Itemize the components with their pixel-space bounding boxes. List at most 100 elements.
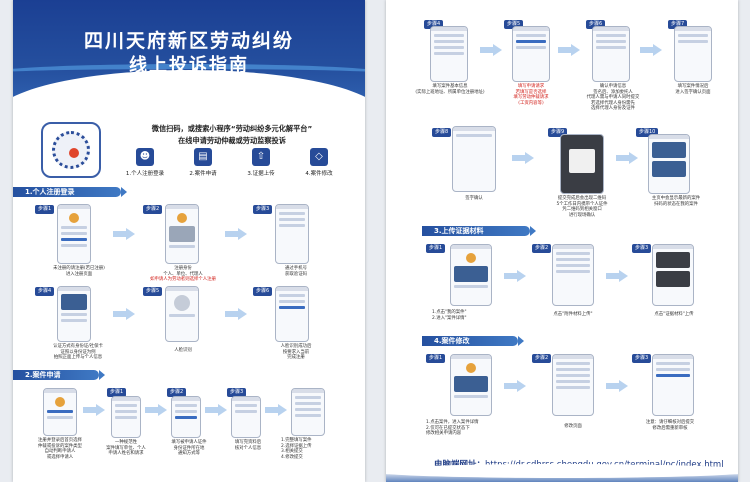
arrow-right-icon — [480, 44, 502, 56]
step-tag: 步骤2 — [532, 354, 552, 363]
step-caption: 认证方式有身份证/社保卡 证照以身份证为例 拍照正面上传与个人信息 — [53, 344, 103, 361]
phone-screenshot — [171, 396, 201, 438]
arrow-right-icon — [640, 44, 662, 56]
step-tag: 步骤3 — [227, 388, 247, 397]
phone-screenshot — [450, 354, 492, 416]
step-tag: 步骤1 — [426, 354, 446, 363]
eraser-icon: ◇ — [310, 148, 328, 166]
phone-screenshot — [291, 388, 325, 436]
step-caption: 填写完资料后 核对个人信息 — [234, 440, 262, 451]
step-caption: 人脸识别 — [174, 348, 192, 353]
step-tag: 步骤5 — [504, 20, 524, 29]
phone-screenshot — [275, 204, 309, 264]
step-caption: 提交完成后会出现二维码 5个工作日内携带个人证件 凭二维码到相关窗口 进行现场确… — [556, 196, 608, 218]
phone-screenshot — [512, 26, 550, 82]
footer-band — [386, 464, 738, 482]
step-caption: 填写被申请人证件 身份证件所在地 通知方式等 — [171, 440, 207, 457]
arrow-right-icon — [83, 404, 105, 416]
arrow-right-icon — [145, 404, 167, 416]
phone-screenshot — [165, 204, 199, 264]
phone-screenshot — [592, 26, 630, 82]
caption-warning: 如申请人为劳动者则选择个人注册 — [150, 277, 216, 283]
step-tag: 步骤2 — [167, 388, 187, 397]
step-caption: 填写案件情况后 进入签字确认页面 — [675, 84, 711, 95]
step-caption: 1.点击案件，进入案件详情 2.仅可在已提交状态下 修改相关申请内容 — [426, 420, 479, 437]
step-tag: 步骤1 — [107, 388, 127, 397]
phone-screenshot — [275, 286, 309, 342]
qr-code[interactable] — [41, 122, 101, 178]
step-tag: 步骤7 — [668, 20, 688, 29]
phone-screenshot — [43, 388, 77, 436]
step-caption: 通过手机号 获取验证码 — [285, 266, 307, 277]
step-caption: 点击"证据材料"上传 — [654, 312, 694, 317]
step-caption: 填写申请请求 若填写是否选择 填写劳动仲裁请求 (工资内容等) — [513, 84, 549, 106]
step-tag: 步骤10 — [636, 128, 659, 137]
phone-screenshot — [452, 126, 496, 192]
step-caption: 注意：请仔细核对后提交 修改后需重新审核 — [645, 420, 695, 431]
qr-pattern — [52, 131, 90, 169]
phone-screenshot — [430, 26, 468, 82]
phone-screenshot — [165, 286, 199, 342]
step-tag: 步骤5 — [143, 287, 163, 296]
flow-label: 4.案件修改 — [305, 171, 333, 177]
page-title: 四川天府新区劳动纠纷 — [83, 30, 294, 52]
phone-screenshot — [674, 26, 712, 82]
arrow-right-icon — [113, 228, 135, 240]
step-tag: 步骤6 — [253, 287, 273, 296]
arrow-right-icon — [558, 44, 580, 56]
step-tag: 步骤4 — [35, 287, 55, 296]
page-subtitle: 线上投诉指南 — [129, 55, 249, 76]
step-caption: 一种规范性 案件填写单位、个人 申请人姓名和请求 — [106, 440, 146, 457]
header-stripe — [13, 64, 365, 84]
arrow-right-icon — [205, 404, 227, 416]
phone-screenshot — [652, 354, 694, 416]
step-caption: 注册身份 个人、单位、代理人如申请人为劳动者则选择个人注册 — [141, 266, 225, 283]
arrow-right-icon — [225, 228, 247, 240]
flow-item: ▤ 2.案件申请 — [175, 148, 231, 177]
step-caption: 主页中会显示最新的案件 扫码的状态在我的案件 — [651, 196, 701, 207]
step-caption: 注册并登录后首页选择 仲裁或投诉的案件类型 自动判断申请人 或选择申请人 — [38, 438, 82, 460]
arrow-right-icon — [265, 404, 287, 416]
document-icon: ▤ — [194, 148, 212, 166]
intro-line-1: 微信扫码，或搜索小程序“劳动纠纷多元化解平台” — [151, 124, 313, 133]
arrow-right-icon — [504, 380, 526, 392]
arrow-right-icon — [512, 152, 534, 164]
step-caption: 填写案件基本信息 (实际上班地址、所属单位注册地址) — [415, 84, 485, 95]
step-tag: 步骤2 — [532, 244, 552, 253]
left-page: 四川天府新区劳动纠纷 线上投诉指南 微信扫码，或搜索小程序“劳动纠纷多元化解平台… — [13, 0, 365, 482]
step-caption: 点击"附件材料上传" — [553, 312, 593, 317]
step-caption: 1.完整填写案件 2.选择证据上传 3.相关提交 4.修改提交 — [281, 438, 312, 460]
upload-icon: ⇧ — [252, 148, 270, 166]
flow-item: ◇ 4.案件修改 — [291, 148, 347, 177]
phone-screenshot — [111, 396, 141, 438]
flow-item: ☻1.个人注册登录 — [117, 148, 173, 177]
phone-screenshot — [57, 204, 91, 264]
step-tag: 步骤3 — [632, 244, 652, 253]
arrow-right-icon — [606, 270, 628, 282]
flow-item: ⇧ 3.证据上传 — [233, 148, 289, 177]
step-tag: 步骤1 — [426, 244, 446, 253]
flow-label: 3.证据上传 — [247, 171, 275, 177]
step-tag: 步骤9 — [548, 128, 568, 137]
step-caption: 签字确认 — [465, 196, 483, 201]
arrow-right-icon — [616, 152, 638, 164]
step-caption: 确认申请信息 签名后、添加委托人 代理人需与申请人同时提交 若选择代理人身份需先… — [586, 84, 640, 112]
step-tag: 步骤2 — [143, 205, 163, 214]
qr-confirmation-screenshot — [560, 134, 604, 194]
flow-overview: ☻1.个人注册登录 ▤ 2.案件申请 ⇧ 3.证据上传 ◇ 4.案件修改 — [113, 148, 353, 182]
section-header-4: 4.案件修改 — [422, 336, 524, 346]
phone-screenshot — [231, 396, 261, 438]
step-caption: 未注册的请注册(若已注册) 进入注册页面 — [53, 266, 105, 277]
intro-line-2: 在线申请劳动仲裁或劳动监察投诉 — [178, 136, 286, 145]
step-caption: 人脸识别成功后 按要求入当前 完成注册 — [280, 344, 312, 361]
step-tag: 步骤1 — [35, 205, 55, 214]
flow-label: 2.案件申请 — [189, 171, 217, 177]
qr-logo-icon — [69, 148, 79, 158]
arrow-right-icon — [606, 380, 628, 392]
person-icon: ☻ — [136, 148, 154, 166]
arrow-right-icon — [504, 270, 526, 282]
step-tag: 步骤3 — [253, 205, 273, 214]
right-page: 步骤4 步骤5 步骤6 步骤7 填写案件基本信息 (实际上班地址、所属单位注册地… — [386, 0, 738, 482]
step-tag: 步骤8 — [432, 128, 452, 137]
step-tag: 步骤6 — [586, 20, 606, 29]
